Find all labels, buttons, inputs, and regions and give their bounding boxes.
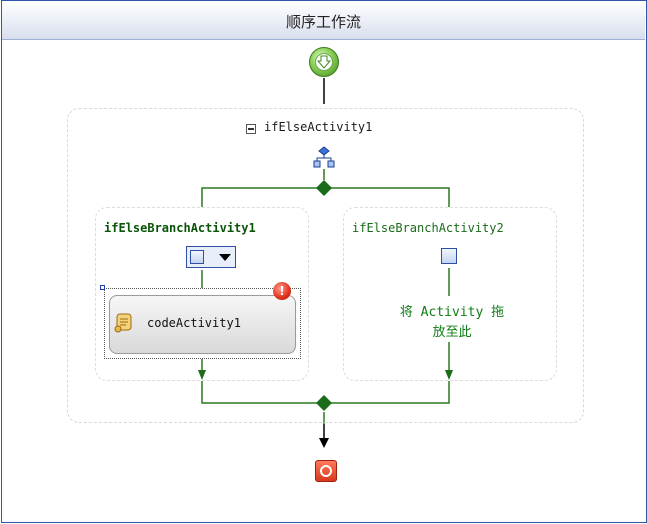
sequence-activity-icon — [190, 250, 204, 264]
error-icon[interactable]: ! — [273, 282, 291, 300]
code-activity[interactable] — [109, 295, 296, 354]
workflow-title: 顺序工作流 — [285, 13, 361, 31]
drop-hint-line-2: 放至此 — [432, 325, 472, 340]
branch-join-diamond — [316, 395, 332, 411]
selection-handle[interactable] — [100, 285, 105, 290]
ifelse-activity-label: ifElseActivity1 — [264, 120, 373, 134]
workflow-start-icon[interactable] — [309, 47, 339, 77]
branch-1-label: ifElseBranchActivity1 — [104, 221, 256, 235]
selection-rectangle — [104, 288, 301, 359]
chevron-down-icon[interactable] — [219, 254, 231, 261]
if-else-branch-1[interactable] — [95, 207, 309, 381]
branch-split-diamond — [316, 180, 332, 196]
workflow-end-icon[interactable] — [315, 460, 337, 482]
arrow-head — [198, 370, 206, 380]
branch-2-label: ifElseBranchActivity2 — [352, 221, 504, 235]
drop-activity-hint: 将 Activity 拖 放至此 — [372, 303, 532, 343]
sequence-activity-icon — [441, 248, 457, 264]
ifelse-activity-container[interactable] — [67, 108, 584, 423]
red-stop-icon — [320, 465, 332, 477]
code-activity-label: codeActivity1 — [147, 316, 241, 330]
if-else-branch-2[interactable] — [343, 207, 557, 381]
arrow-head — [445, 370, 453, 380]
scroll-icon — [114, 313, 132, 333]
drop-hint-line-1: 将 Activity 拖 — [399, 305, 505, 320]
designer-header: 顺序工作流 — [2, 1, 645, 40]
ifelse-branch-icon — [313, 146, 335, 168]
collapse-toggle-icon[interactable] — [246, 124, 256, 134]
green-down-arrow-icon — [316, 55, 332, 69]
arrow-head — [319, 438, 329, 448]
